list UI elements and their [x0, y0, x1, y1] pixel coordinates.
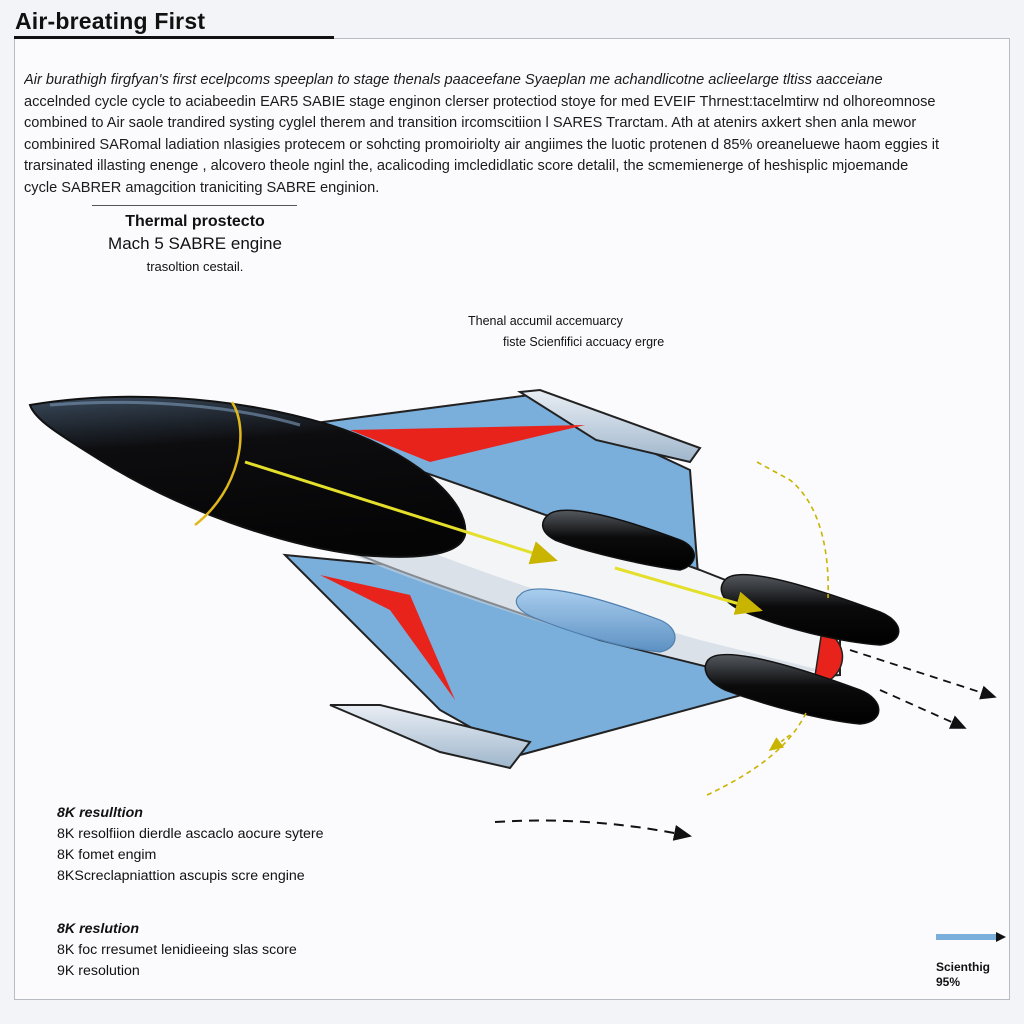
- flow-arrow: [614, 566, 763, 615]
- annotation-line: fiste Scienfifici accuacy ergre: [503, 335, 665, 349]
- intro-line: combinired SARomal ladiation nlasigies p…: [24, 136, 940, 153]
- callout-rule: [92, 205, 297, 206]
- intro-line: combined to Air saole trandired systing …: [24, 115, 917, 131]
- notes-heading: 8K reslution: [57, 921, 139, 937]
- notes-line: 8K foc rresumet lenidieeing slas score: [57, 942, 297, 958]
- intro-line: Air bиrathigh firgfyan's first ecelpcoms…: [24, 72, 883, 88]
- scale-bar: [936, 932, 1006, 942]
- engine-pod-lower-blue: [515, 588, 676, 653]
- callout-line: trasoltion cestail.: [146, 259, 244, 274]
- intro-line: accelnded cycle cycle to aciabeedin EAR5…: [24, 93, 936, 110]
- nose-cone: [28, 395, 467, 558]
- engine-pod-upper: [541, 509, 695, 571]
- flow-arrow: [244, 460, 558, 565]
- exhaust-arrow: [494, 819, 692, 841]
- guide-line: [756, 461, 829, 599]
- notes-heading: 8K resulltion: [57, 805, 143, 821]
- notes-line: 8K fomet engim: [57, 847, 157, 863]
- page-title: Air-breating First: [15, 8, 206, 34]
- scale-label-line: Scienthig: [936, 960, 991, 974]
- notes-line: 8K resolfiion dierdle ascaclo aocure syt…: [57, 826, 324, 842]
- scale-label-line: 95%: [936, 975, 961, 989]
- guide-line: [704, 712, 807, 797]
- callout-line: Mach 5 SABRE engine: [108, 234, 282, 253]
- annotation-line: Thenal accumil accemuarcy: [468, 314, 623, 328]
- guide-line: [768, 734, 791, 751]
- resolution-notes-1: 8K resulltion 8K resolfiion dierdle asca…: [57, 803, 324, 887]
- intro-paragraph: Air bиrathigh firgfyan's first ecelpcoms…: [24, 70, 1002, 199]
- nose-band: [194, 401, 242, 526]
- nose-highlight: [49, 400, 301, 427]
- wing-accent-red: [320, 575, 455, 700]
- resolution-notes-2: 8K reslution 8K foc rresumet lenidieeing…: [57, 919, 297, 982]
- engine-pod-right-lower: [704, 653, 880, 725]
- notes-line: 8KScreclapniattion ascupis scre engine: [57, 868, 305, 884]
- exhaust-arrow: [849, 649, 997, 700]
- title-underline: [14, 36, 334, 39]
- upper-wingtip-fin: [517, 388, 702, 464]
- wing-accent-red: [350, 425, 585, 462]
- intro-line: trarsinated illasting enenge , alcovero …: [24, 158, 909, 174]
- callout-line: Thermal prostecto: [125, 213, 265, 230]
- intro-line: cycle SABRER amagcition traniciting SABR…: [24, 179, 380, 196]
- scale-label: Scienthig 95%: [936, 960, 990, 990]
- thermal-callout: Thermal prostecto Mach 5 SABRE engine tr…: [60, 212, 330, 278]
- notes-line: 9K resolution: [57, 963, 140, 979]
- lower-wingtip-fin: [329, 704, 532, 770]
- exhaust-arrow: [879, 689, 967, 729]
- accuracy-annotation: Thenal accumil accemuarcy fiste Scienfif…: [468, 311, 664, 353]
